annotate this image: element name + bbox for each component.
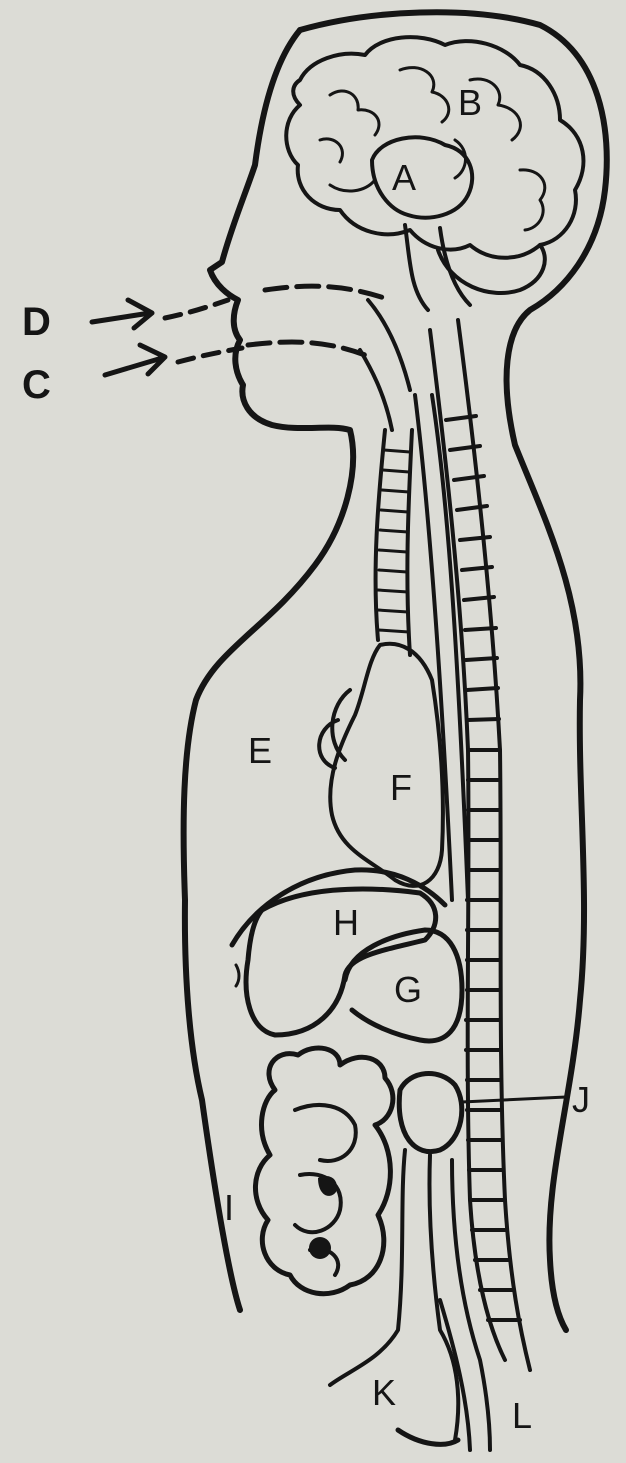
label-C: C (22, 363, 51, 407)
label-D: D (22, 300, 51, 344)
arrow-icon-D (92, 300, 152, 328)
K-sweep (398, 1430, 458, 1444)
pharynx (360, 300, 410, 430)
oral-passage (248, 342, 365, 355)
label-J: J (572, 1079, 590, 1120)
body-outline-front (184, 30, 353, 1310)
lung-F (330, 644, 443, 886)
ureter-L (440, 1160, 490, 1450)
label-G: G (394, 969, 422, 1010)
label-B: B (458, 82, 482, 123)
intestine-dark-coil (309, 1237, 331, 1259)
trachea (376, 430, 412, 655)
label-K: K (372, 1372, 396, 1413)
rib-tick (236, 965, 239, 986)
label-H: H (333, 902, 359, 943)
air-stream-D (165, 300, 228, 318)
label-I: I (224, 1187, 234, 1228)
label-F: F (390, 767, 412, 808)
kidney-J (399, 1074, 462, 1152)
trachea-rings (378, 450, 410, 632)
label-E: E (248, 730, 272, 771)
nasal-passage (265, 286, 390, 300)
label-A: A (392, 157, 416, 198)
arrow-icon-C (105, 345, 165, 375)
label-L: L (512, 1395, 532, 1436)
intestine-dark-patch (318, 1176, 337, 1196)
brain-folds (320, 68, 545, 230)
kidney-J-pointer (462, 1097, 566, 1102)
heart (319, 690, 350, 768)
